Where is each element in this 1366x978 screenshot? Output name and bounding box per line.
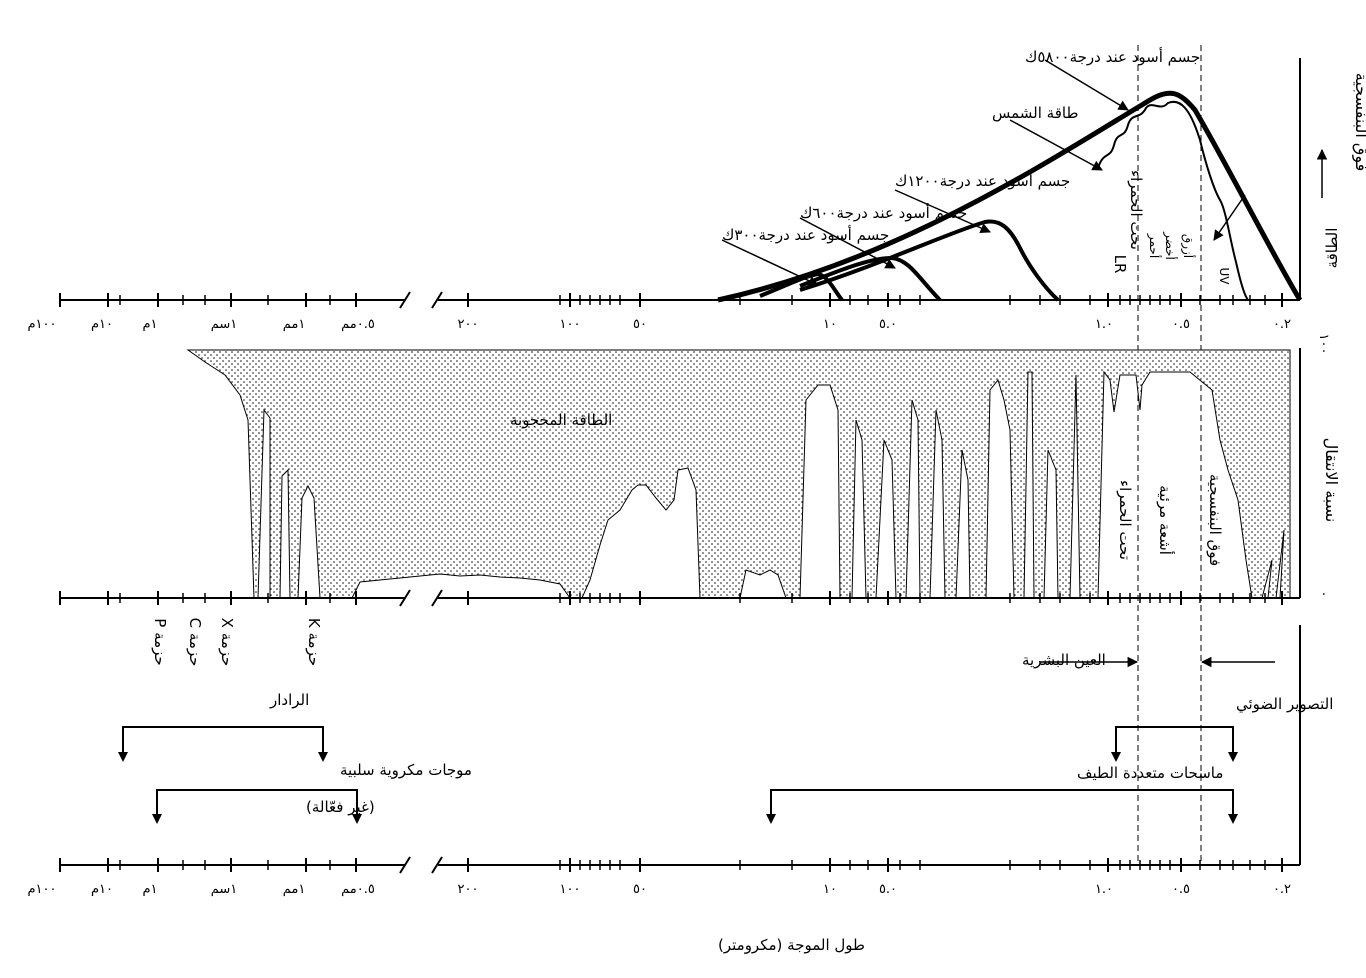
label-ir-top: تحت الحمراء xyxy=(1127,170,1145,250)
blackbody-600k-curve xyxy=(799,255,942,302)
solar-energy-curve xyxy=(1097,100,1249,301)
tick-label-bottom-right-4: ٥.٠ xyxy=(879,882,897,897)
label-passive-microwave: موجات مكروية سلبية xyxy=(340,761,472,779)
label-multispectral: ماسحات متعددة الطيف xyxy=(1077,764,1223,782)
wavelength-axis-top: ١٠٠م ١٠م ١م ١سم ١مم ٠.٥مم ٢٠٠ ١٠٠ ٥٠ ١٠ ٥.٠ ١.٠ ٠.٥ ٠… xyxy=(27,291,1300,332)
tick-label-bottom-left-4: ١مم xyxy=(283,882,306,897)
label-blackbody-600k: جسم أسود عند درجة٦٠٠ك xyxy=(800,203,967,222)
band-x-label: حزمة X xyxy=(218,618,236,667)
leader-300k xyxy=(721,239,819,286)
band-p-label: حزمة P xyxy=(151,618,169,665)
label-energy-axis: الطاقة xyxy=(1323,228,1341,269)
label-uv-mid: فوق البنفسجية xyxy=(1206,474,1224,566)
atmospheric-absorption-area xyxy=(186,349,1291,599)
blackbody-5800k-curve xyxy=(717,90,1303,303)
tick-label-top-left-4: ١مم xyxy=(283,317,306,332)
blackbody-1200k-curve xyxy=(799,219,1060,302)
axis-bottom-ticks: ١٠٠م ١٠م ١م ١سم ١مم ٠.٥مم ٢٠٠ ١٠٠ ٥٠ ١٠ ٥.٠ ١.٠ ٠.٥ ٠… xyxy=(27,858,1291,897)
sensors-panel: حزمة P حزمة C حزمة X حزمة K الرادار موجا… xyxy=(118,618,1333,865)
label-lr: LR xyxy=(1111,255,1129,274)
label-green: أخضر xyxy=(1162,231,1178,260)
tick-label-bottom-left-1: ١٠م xyxy=(91,882,113,897)
leader-solar xyxy=(1009,119,1103,171)
axis-top-ticks: ١٠٠م ١٠م ١م ١سم ١مم ٠.٥مم ٢٠٠ ١٠٠ ٥٠ ١٠ ٥.٠ ١.٠ ٠.٥ ٠… xyxy=(27,293,1291,332)
label-trans-100: ١٠٠ xyxy=(1316,334,1331,355)
leader-5800k xyxy=(1044,59,1129,111)
photography-bracket xyxy=(1115,726,1234,758)
label-radar: الرادار xyxy=(269,691,309,709)
tick-label-bottom-left-0: ١٠٠م xyxy=(27,882,56,897)
tick-label-top-left-3: ١سم xyxy=(211,317,238,332)
leader-1200k xyxy=(894,189,991,233)
multispectral-bracket xyxy=(770,789,1234,820)
band-c-label: حزمة C xyxy=(186,618,204,667)
wavelength-axis-middle xyxy=(59,589,1300,607)
tick-label-top-right-1: ١٠٠ xyxy=(560,317,581,332)
tick-label-bottom-right-7: ٠.٢ xyxy=(1273,882,1291,897)
label-blocked-energy: الطاقة المحجوبة xyxy=(510,411,612,429)
label-photography: التصوير الضوئي xyxy=(1236,695,1333,714)
transmission-panel: ١٠٠ ٠ نسبة الانتقال الطاقة المحجوبة تحت … xyxy=(186,334,1341,599)
blackbody-300k-curve xyxy=(759,271,844,302)
label-blackbody-5800k: جسم أسود عند درجة٥٨٠٠ك xyxy=(1025,47,1200,66)
label-trans-0: ٠ xyxy=(1316,591,1331,598)
leader-uv xyxy=(1213,194,1246,241)
tick-label-top-right-5: ١.٠ xyxy=(1095,317,1113,332)
energy-panel: جسم أسود عند درجة٥٨٠٠ك طاقة الشمس جسم أس… xyxy=(717,45,1366,865)
radar-bracket xyxy=(122,726,324,758)
tick-label-bottom-left-2: ١م xyxy=(142,882,157,897)
tick-label-bottom-left-3: ١سم xyxy=(211,882,238,897)
label-inefficient: (غير فعّالة) xyxy=(306,798,375,816)
tick-label-bottom-right-6: ٠.٥ xyxy=(1172,882,1190,897)
tick-label-bottom-left-5: ٠.٥مم xyxy=(341,882,375,897)
tick-label-top-left-0: ١٠٠م xyxy=(27,317,56,332)
label-solar-energy: طاقة الشمس xyxy=(992,104,1078,122)
label-uv-top: فوق البنفسجية xyxy=(1351,73,1366,172)
tick-label-top-left-5: ٠.٥مم xyxy=(341,317,375,332)
label-uv-small: UV xyxy=(1217,268,1231,286)
label-blackbody-300k: جسم أسود عند درجة٣٠٠ك xyxy=(722,225,889,244)
label-visible: أشعة مرئية xyxy=(1156,485,1175,555)
tick-label-bottom-right-3: ١٠ xyxy=(823,882,837,897)
tick-label-top-right-7: ٠.٢ xyxy=(1273,317,1291,332)
label-blackbody-1200k: جسم أسود عند درجة١٢٠٠ك xyxy=(895,171,1070,190)
leader-600k xyxy=(799,217,896,269)
tick-label-bottom-right-2: ٥٠ xyxy=(633,882,647,897)
x-axis-title: طول الموجة (مكرومتر) xyxy=(718,936,865,954)
label-blue: أزرق xyxy=(1180,234,1196,258)
label-red: أحمر xyxy=(1146,233,1162,258)
label-transmission-axis: نسبة الانتقال xyxy=(1322,438,1341,523)
tick-label-top-right-6: ٠.٥ xyxy=(1172,317,1190,332)
tick-label-top-left-1: ١٠م xyxy=(91,317,113,332)
tick-label-bottom-right-0: ٢٠٠ xyxy=(458,882,479,897)
tick-label-top-right-0: ٢٠٠ xyxy=(458,317,479,332)
label-human-eye: العين البشرية xyxy=(1022,651,1106,669)
passive-microwave-bracket xyxy=(156,789,358,820)
wavelength-axis-bottom: ١٠٠م ١٠م ١م ١سم ١مم ٠.٥مم ٢٠٠ ١٠٠ ٥٠ ١٠ ٥.٠ ١.٠ ٠.٥ ٠… xyxy=(27,856,1300,897)
band-k-label: حزمة K xyxy=(305,618,323,666)
tick-label-top-left-2: ١م xyxy=(142,317,157,332)
tick-label-bottom-right-1: ١٠٠ xyxy=(560,882,581,897)
axis-middle-ticks xyxy=(59,591,1283,605)
tick-label-bottom-right-5: ١.٠ xyxy=(1095,882,1113,897)
label-ir-mid: تحت الحمراء xyxy=(1116,480,1134,560)
tick-label-top-right-4: ٥.٠ xyxy=(879,317,897,332)
tick-label-top-right-2: ٥٠ xyxy=(633,317,647,332)
tick-label-top-right-3: ١٠ xyxy=(823,317,837,332)
